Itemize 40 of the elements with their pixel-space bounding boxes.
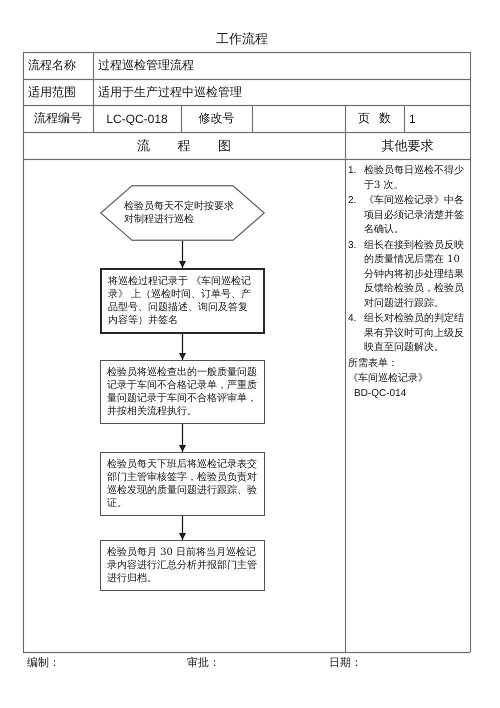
list-number: 3. [348, 238, 358, 252]
form-code: BD-QC-014 [354, 386, 406, 400]
list-number: 1. [348, 164, 358, 178]
list-number: 2. [348, 194, 358, 208]
step-text: 将巡检过程记录于 《车间巡检记录》 上（巡检时间、订单号、产品型号、问题描述、询问及答复内容等）并签名 [108, 275, 252, 327]
requirement-text: 《车间巡检记录》中各项目必须记录清楚并签名确认。 [364, 194, 465, 237]
step-text: 检验员将巡检查出的一般质量问题记录于车间不合格记录单，严重质量问题记录于车间不合格评审单，并按相关流程执行。 [107, 366, 258, 418]
step-text: 检验员每月 30 日前将当月巡检记录内容进行汇总分析并报部门主管进行归档。 [107, 546, 258, 585]
field-value: 适用于生产过程中巡检管理 [98, 84, 242, 100]
process-box [100, 540, 265, 591]
process-box [100, 268, 265, 334]
field-value: 过程巡检管理流程 [98, 57, 194, 74]
page-title: 工作流程 [216, 31, 268, 48]
column-header: 流 程 图 [136, 138, 232, 154]
flow-arrow [179, 424, 186, 452]
field-label: 适用范围 [28, 84, 76, 100]
requirement-text: 检验员每日巡检不得少于3 次。 [364, 164, 465, 192]
field-label: 页 数 [358, 110, 391, 127]
process-box [100, 360, 265, 424]
list-number: 4. [348, 312, 358, 326]
step-text: 检验员每天不定时按要求对制程进行巡检 [124, 200, 235, 226]
field-value: 1 [409, 112, 416, 126]
field-value: LC-QC-018 [106, 112, 168, 126]
flow-arrow [179, 516, 186, 540]
field-label: 修改号 [198, 110, 234, 127]
column-header: 其他要求 [382, 138, 434, 154]
hexagon-step [100, 185, 265, 241]
process-box [100, 452, 265, 516]
signature-label: 编制： [27, 654, 60, 670]
field-label: 流程编号 [34, 110, 82, 127]
form-name: 《车间巡检记录》 [348, 372, 428, 386]
flow-arrow [179, 241, 186, 268]
flow-arrow [179, 334, 186, 360]
field-label: 流程名称 [28, 57, 76, 74]
form-list-heading: 所需表单： [348, 356, 399, 370]
requirement-text: 组长对检验员的判定结果有异议时可向上级反映直至问题解决。 [364, 312, 465, 355]
signature-label: 日期： [329, 654, 362, 670]
signature-label: 审批： [187, 654, 220, 670]
requirement-text: 组长在接到检验员反映的质量情况后需在 10 分钟内将初步处理结果反馈给检验员，检验员对问题进行跟踪。 [364, 238, 465, 310]
step-text: 检验员每天下班后将巡检记录表交部门主管审核签字，检验员负责对巡检发现的质量问题进行跟踪、验证。 [107, 458, 258, 510]
